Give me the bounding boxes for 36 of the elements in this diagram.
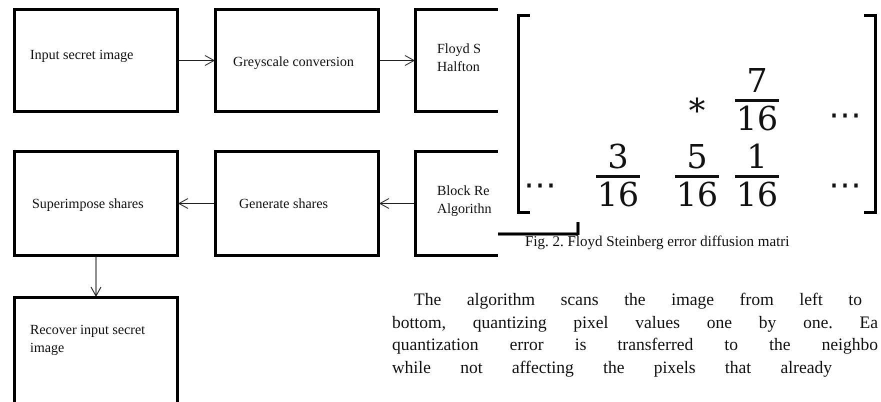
fraction-denominator: 16 — [596, 175, 640, 211]
fraction-denominator: 16 — [735, 175, 779, 211]
fraction-numerator: 3 — [606, 140, 630, 173]
paragraph-line: while not affecting the pixels that already — [392, 356, 832, 378]
box-label: Greyscale conversion — [233, 54, 355, 72]
fraction-numerator: 1 — [746, 140, 768, 173]
fraction-numerator: 5 — [686, 140, 708, 173]
matrix-entry: * — [688, 94, 706, 127]
paragraph-line: The algorithm scans the image from left to — [413, 288, 862, 310]
figure-caption: Fig. 2. Floyd Steinberg error diffusion matri — [525, 234, 790, 251]
arrow — [178, 55, 214, 66]
box-label: Generate shares — [239, 196, 330, 214]
box-label: Block Re Algorithn — [437, 183, 492, 218]
arrow — [380, 198, 414, 209]
process-box — [414, 150, 498, 257]
arrow — [380, 55, 414, 66]
fraction-denominator: 16 — [675, 175, 719, 211]
process-box — [414, 8, 498, 113]
box-label: Superimpose shares — [32, 196, 145, 214]
fraction-numerator: 7 — [746, 64, 768, 97]
paragraph-line: quantization error is transferred to the neighbo — [392, 333, 878, 356]
box-label: Input secret image — [30, 47, 134, 64]
fraction-denominator: 16 — [735, 99, 779, 135]
box-label: Floyd S Halfton — [437, 41, 482, 76]
process-box — [13, 8, 179, 113]
matrix-entry: ⋯ — [828, 98, 862, 131]
box-label: Recover input secret image — [30, 322, 146, 357]
process-box — [13, 150, 179, 257]
paragraph-line: bottom, quantizing pixel values one by one. Ea — [392, 310, 878, 333]
arrow — [178, 198, 214, 209]
matrix-entry: ⋯ — [522, 168, 558, 201]
process-box — [13, 296, 179, 402]
matrix-entry: ⋯ — [828, 168, 862, 201]
arrow — [90, 256, 102, 296]
process-box — [214, 8, 380, 113]
process-box — [214, 150, 380, 257]
